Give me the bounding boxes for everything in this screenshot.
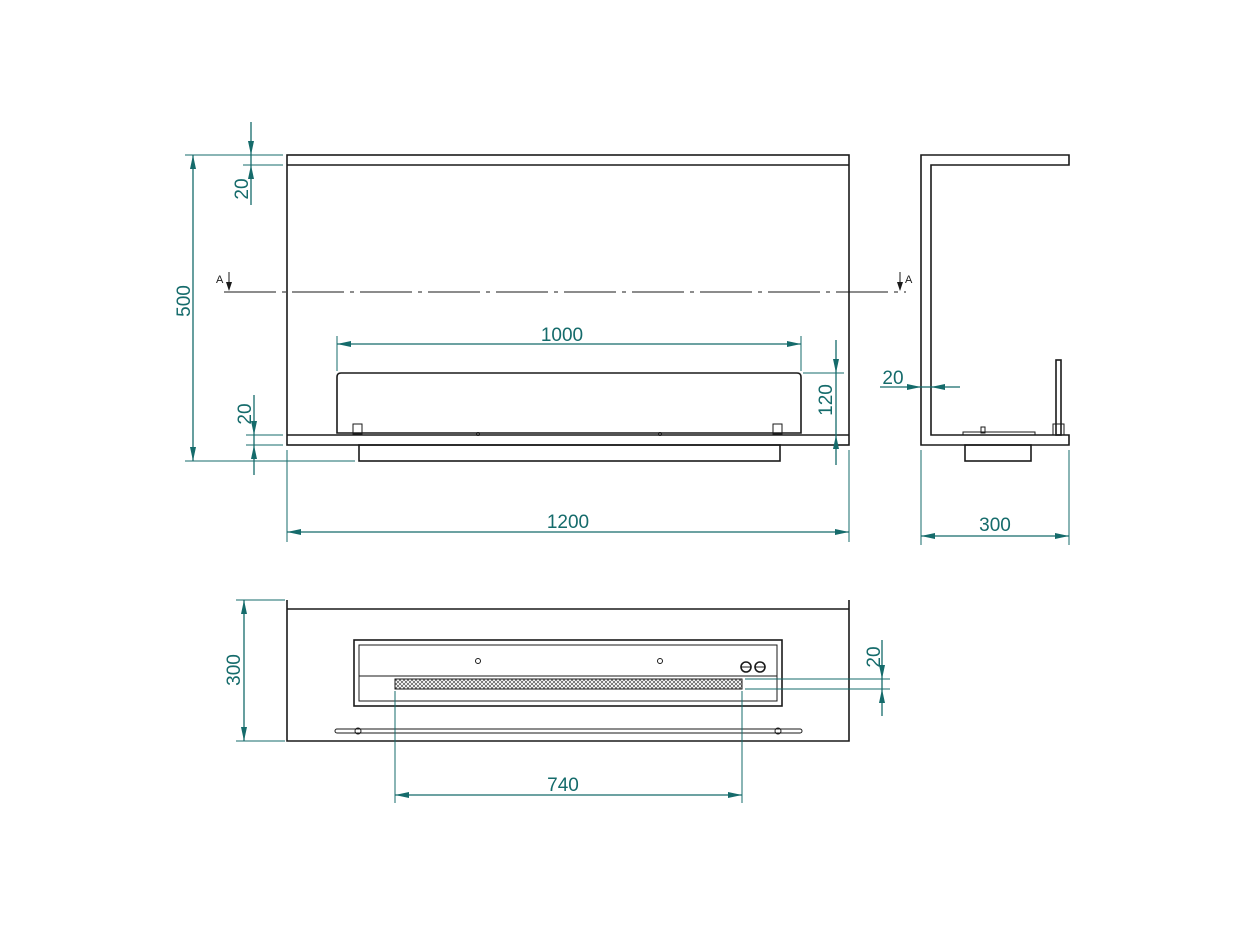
rivet [476,432,480,436]
dimension-width: 1200 [547,512,589,533]
arrowhead [833,435,839,449]
dimension-glass-height: 120 [816,384,837,416]
rivet [658,432,662,436]
arrowhead [337,341,351,347]
arrowhead [879,665,885,679]
arrowhead [241,727,247,741]
dimension-top-thickness: 20 [232,178,253,199]
glass-foot-left [352,423,363,435]
side-burner-box [964,444,1032,462]
side-burner-top [962,431,1036,436]
glass-panel [336,372,802,434]
glass-holder [774,727,782,735]
section-label-left: A [216,274,224,286]
burner-frame-outer [353,639,783,707]
top-glass-strip [334,728,803,734]
arrowhead [1055,533,1069,539]
section-arrowhead-left [226,282,232,291]
arrowhead [833,359,839,373]
dimension-burner-length: 1000 [541,325,583,346]
dimension-slot-length: 740 [547,775,579,796]
side-glass-foot [1052,423,1065,436]
arrowhead [728,792,742,798]
dimension-height: 500 [174,285,195,317]
burner-frame-inner [358,644,778,702]
glass-foot-right [772,423,783,435]
glass-holder [354,727,362,735]
dimension-side-depth: 300 [979,515,1011,536]
dimension-top-depth: 300 [224,654,245,686]
arrowhead [251,445,257,459]
arrowhead [190,155,196,169]
arrowhead [190,447,196,461]
screw [657,658,663,664]
arrowhead [907,384,921,390]
side-view: 300 20 [880,154,1070,545]
dimension-bottom-thickness: 20 [235,403,256,424]
side-knob [980,426,986,434]
arrowhead [921,533,935,539]
arrowhead [787,341,801,347]
front-outer-frame [286,154,850,446]
top-view: 300 740 20 [224,599,890,803]
arrowhead [248,141,254,155]
arrowhead [241,600,247,614]
arrowhead [251,421,257,435]
screw [475,658,481,664]
arrowhead [879,689,885,703]
top-outline [286,600,850,742]
dimension-wall-thickness: 20 [882,368,903,389]
section-arrowhead-right [897,282,903,291]
front-view: A A 1200 500 20 20 [174,122,913,542]
arrowhead [931,384,945,390]
arrowhead [395,792,409,798]
arrowhead [248,165,254,179]
burner-box [358,444,781,462]
side-profile [920,154,1070,446]
burner-mesh-slot [394,678,743,690]
arrowhead [287,529,301,535]
section-label-right: A [905,274,913,286]
arrowhead [835,529,849,535]
dimension-slot-width: 20 [864,646,885,667]
